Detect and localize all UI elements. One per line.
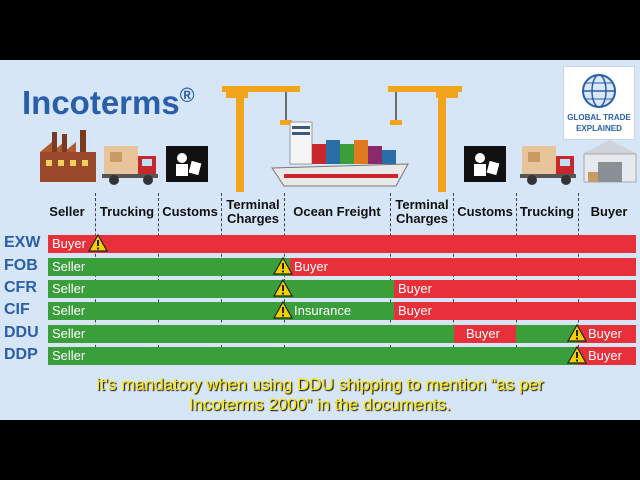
row-bar-fob: Seller Buyer xyxy=(40,258,636,276)
warning-icon xyxy=(88,234,108,252)
row-label-exw: EXW xyxy=(4,234,41,251)
logo-line1: GLOBAL TRADE xyxy=(567,113,631,122)
subtitle-line1: it's mandatory when using DDU shipping t… xyxy=(96,375,544,394)
title-text: Incoterms xyxy=(22,84,180,121)
column-divider xyxy=(221,193,222,363)
row-label-ddu: DDU xyxy=(4,324,39,341)
segment-insurance: Insurance xyxy=(290,302,394,320)
col-header-customs: Customs xyxy=(162,204,218,219)
row-bar-exw: Buyer xyxy=(40,235,636,253)
row-label-fob: FOB xyxy=(4,257,38,274)
segment-buyer: Buyer xyxy=(454,325,516,343)
segment-seller: Seller xyxy=(48,325,454,343)
subtitle-line2: Incoterms 2000” in the documents. xyxy=(189,395,451,414)
col-header-trucking: Trucking xyxy=(99,204,155,219)
row-label-cfr: CFR xyxy=(4,279,37,296)
row-label-cif: CIF xyxy=(4,301,30,318)
segment-buyer: Buyer xyxy=(578,347,636,365)
segment-buyer: Buyer xyxy=(394,280,636,298)
truck-icon xyxy=(102,146,158,185)
segment-seller: Seller xyxy=(48,302,290,320)
column-divider xyxy=(453,193,454,363)
col-header-seller: Seller xyxy=(49,204,85,219)
row-label-ddp: DDP xyxy=(4,346,38,363)
segment-buyer: Buyer xyxy=(578,325,636,343)
logo-line2: EXPLAINED xyxy=(576,124,622,133)
segment-seller: Seller xyxy=(48,280,394,298)
row-bar-ddu: Seller Buyer Buyer xyxy=(40,325,636,343)
warning-icon xyxy=(273,301,293,319)
crane-left-icon xyxy=(222,86,300,192)
segment-seller: Seller xyxy=(48,347,578,365)
shipping-illustration xyxy=(40,86,638,192)
warning-icon xyxy=(273,257,293,275)
column-divider xyxy=(516,193,517,363)
segment-seller-fill xyxy=(516,325,578,343)
globe-icon xyxy=(582,74,616,108)
warning-icon xyxy=(567,346,587,364)
customs-officer-icon xyxy=(464,146,506,182)
col-header-ocean-freight: Ocean Freight xyxy=(293,204,381,219)
col-header-customs: Customs xyxy=(457,204,513,219)
customs-officer-icon xyxy=(166,146,208,182)
cargo-ship-icon xyxy=(271,121,409,187)
factory-icon xyxy=(40,130,96,182)
column-divider xyxy=(390,193,391,363)
warning-icon xyxy=(273,279,293,297)
segment-buyer: Buyer xyxy=(48,235,636,253)
segment-buyer: Buyer xyxy=(290,258,636,276)
column-divider xyxy=(95,193,96,363)
warning-icon xyxy=(567,324,587,342)
column-divider xyxy=(158,193,159,363)
segment-seller: Seller xyxy=(48,258,290,276)
column-divider xyxy=(284,193,285,363)
row-bar-ddp: Seller Buyer xyxy=(40,347,636,365)
col-header-terminal-charges: Terminal Charges xyxy=(226,197,280,226)
warehouse-icon xyxy=(582,140,638,183)
global-trade-explained-logo: GLOBAL TRADE EXPLAINED xyxy=(563,66,635,140)
crane-right-icon xyxy=(388,86,462,192)
col-header-trucking: Trucking xyxy=(519,204,575,219)
registered-mark: ® xyxy=(179,85,195,107)
row-bar-cfr: Seller Buyer xyxy=(40,280,636,298)
row-bar-cif: Seller Insurance Buyer xyxy=(40,302,636,320)
segment-buyer: Buyer xyxy=(394,302,636,320)
col-header-terminal-charges: Terminal Charges xyxy=(395,197,449,226)
truck-icon xyxy=(520,146,576,185)
page-title: Incoterms® xyxy=(22,84,194,122)
column-divider xyxy=(578,193,579,363)
col-header-buyer: Buyer xyxy=(590,204,628,219)
